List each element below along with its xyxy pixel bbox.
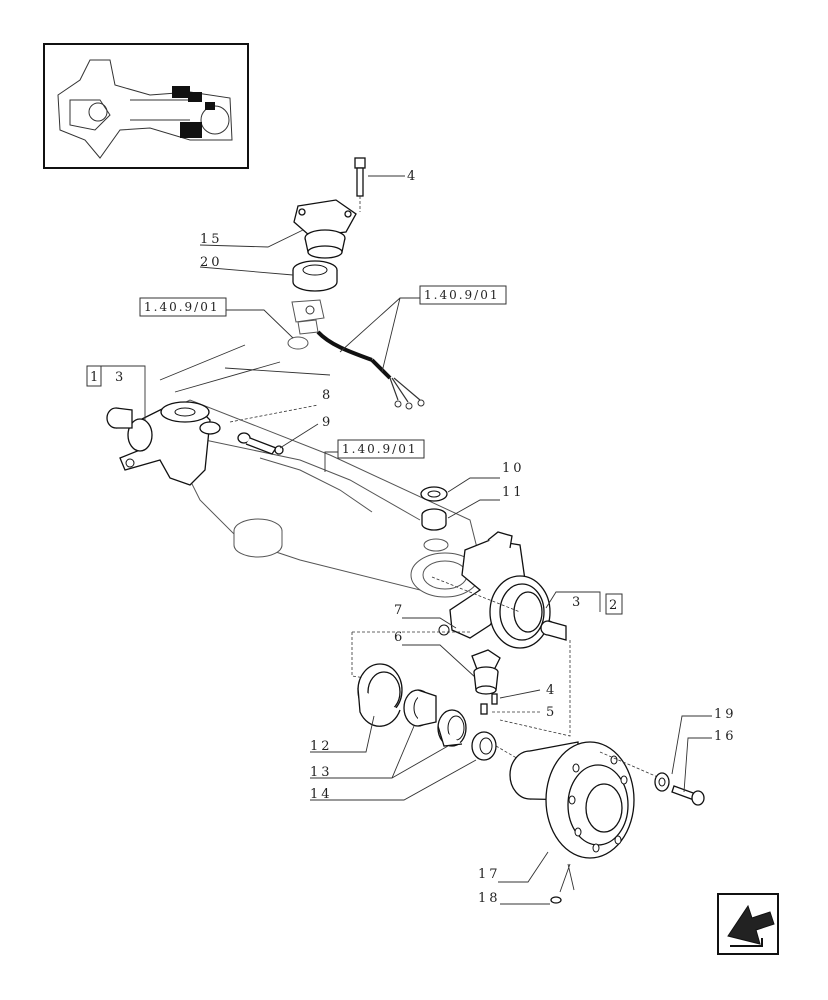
bearing-13-outer[interactable]: [403, 689, 437, 727]
svg-text:1: 1: [90, 370, 101, 385]
label-13: 13: [310, 765, 333, 780]
label-16: 16: [714, 729, 737, 744]
washer-19[interactable]: [654, 772, 670, 792]
label-12: 12: [310, 739, 333, 754]
reference-box-middle[interactable]: 1.40.9/01: [337, 439, 425, 459]
label-6: 6: [394, 630, 405, 645]
bolt-4-top[interactable]: [354, 157, 366, 197]
svg-text:1.40.9/01: 1.40.9/01: [342, 442, 417, 456]
plug-18[interactable]: [550, 896, 562, 904]
overview-thumbnail[interactable]: [43, 43, 249, 169]
label-17: 17: [478, 867, 501, 882]
right-steering-knuckle[interactable]: [438, 531, 551, 649]
right-bushing[interactable]: [540, 620, 567, 641]
label-9: 9: [322, 415, 333, 430]
wheel-bolt-16[interactable]: [671, 785, 705, 806]
group-bracket-1-3[interactable]: 1 3: [86, 365, 146, 420]
seal-10[interactable]: [420, 486, 448, 502]
lower-flange-pin[interactable]: [471, 649, 501, 695]
label-19: 19: [714, 707, 737, 722]
label-18: 18: [478, 891, 501, 906]
grease-fitting-5[interactable]: [480, 703, 488, 715]
group-bracket-3-2[interactable]: 3 2: [545, 591, 623, 615]
label-11: 11: [502, 485, 525, 500]
wheel-hub-17[interactable]: [509, 741, 635, 859]
sensor-cable[interactable]: [316, 330, 425, 410]
svg-text:3: 3: [115, 370, 126, 385]
svg-text:1.40.9/01: 1.40.9/01: [144, 300, 219, 314]
svg-text:1.40.9/01: 1.40.9/01: [424, 288, 499, 302]
bushing-20[interactable]: [292, 260, 338, 292]
label-14: 14: [310, 787, 333, 802]
left-bushing[interactable]: [106, 407, 133, 429]
bearing-13-inner[interactable]: [437, 709, 467, 747]
label-4-top: 4: [407, 169, 418, 184]
label-4-mid: 4: [546, 683, 557, 698]
label-15: 15: [200, 232, 223, 247]
bolt-9[interactable]: [237, 432, 284, 455]
back-arrow-icon[interactable]: [717, 893, 779, 955]
bearing-14[interactable]: [471, 731, 497, 761]
reference-box-left[interactable]: 1.40.9/01: [139, 297, 227, 317]
bushing-11[interactable]: [421, 508, 447, 531]
label-20: 20: [200, 255, 223, 270]
bolt-4-mid[interactable]: [491, 693, 498, 705]
label-10: 10: [502, 461, 525, 476]
label-8: 8: [322, 388, 333, 403]
reference-box-top[interactable]: 1.40.9/01: [419, 285, 507, 305]
sensor-bracket[interactable]: [287, 299, 325, 350]
seal-12[interactable]: [357, 663, 403, 727]
svg-text:3: 3: [572, 595, 583, 610]
flange-pin-15[interactable]: [293, 199, 357, 259]
svg-text:2: 2: [609, 598, 620, 613]
label-7: 7: [394, 603, 405, 618]
label-5: 5: [546, 705, 557, 720]
left-steering-knuckle[interactable]: [119, 401, 221, 486]
